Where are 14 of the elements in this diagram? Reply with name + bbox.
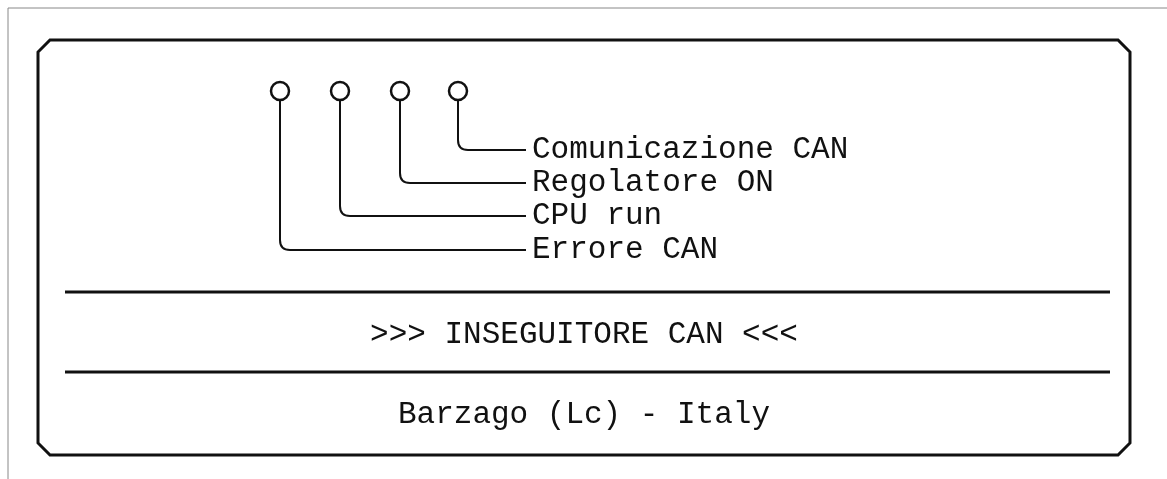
indicator-led-circle [389,80,411,102]
indicator-led-circle [329,80,351,102]
panel-title: >>> INSEGUITORE CAN <<< [370,317,798,352]
indicator-label: Comunicazione CAN [532,134,849,166]
leader-line [399,100,527,184]
leader-line [457,100,527,151]
indicator-label: Regolatore ON [532,167,774,199]
leader-line [279,100,527,251]
indicator-label: CPU run [532,200,663,232]
indicator-led-circle [269,80,291,102]
indicator-led-circle [447,80,469,102]
leader-line [339,100,527,217]
location-text: Barzago (Lc) - Italy [397,397,771,432]
indicator-label: Errore CAN [532,234,719,266]
